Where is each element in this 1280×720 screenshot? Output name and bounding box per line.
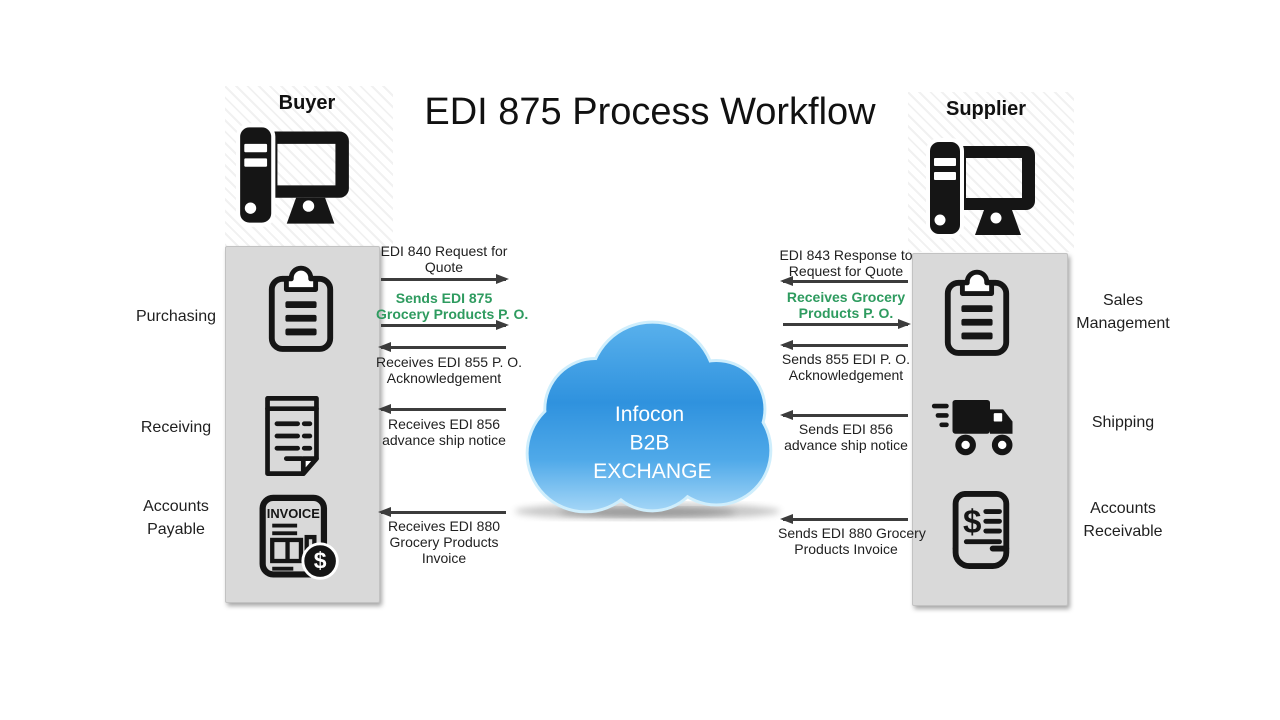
flow-label-edi-855-ack: Sends 855 EDI P. O.Acknowledgement — [781, 351, 911, 383]
flow-arrow-left-icon — [780, 513, 909, 525]
flow-arrow-right-icon — [782, 318, 911, 330]
dept-label-accounts-payable: Accounts Payable — [143, 498, 209, 538]
computer-workstation-icon — [926, 138, 1035, 238]
supplier-label: Supplier — [945, 98, 1026, 120]
dollar-symbol: $ — [963, 504, 981, 541]
dept-label-sales-management: Sales Management — [1076, 292, 1170, 332]
dept-label-accounts-receivable: Accounts Receivable — [1083, 500, 1163, 540]
dept-label-purchasing: Purchasing — [135, 308, 217, 325]
page-title: EDI 875 Process Workflow — [424, 91, 876, 133]
flow-arrow-left-icon — [780, 275, 909, 287]
invoice-icon-text: INVOICE — [267, 506, 320, 521]
cloud-title: Infocon B2B EXCHANGE — [593, 403, 711, 483]
cloud-body — [528, 323, 770, 511]
clipboard-icon — [944, 269, 1010, 356]
flow-arrow-right-icon — [380, 319, 509, 331]
invoice-icon: INVOICE $ — [259, 494, 339, 580]
flow-arrow-right-icon — [380, 273, 509, 285]
delivery-truck-icon — [931, 399, 1013, 456]
flow-arrow-left-icon — [780, 339, 909, 351]
flow-arrow-left-icon — [780, 409, 909, 421]
computer-workstation-icon — [236, 123, 349, 227]
buyer-label: Buyer — [278, 92, 336, 114]
flow-arrow-left-icon — [378, 506, 507, 518]
billing-receipt-icon: $ — [952, 491, 1010, 570]
dept-label-shipping: Shipping — [1091, 414, 1155, 431]
flow-arrow-left-icon — [378, 403, 507, 415]
receipt-document-icon — [265, 395, 319, 476]
dept-label-receiving: Receiving — [140, 419, 212, 436]
clipboard-icon — [268, 265, 334, 352]
b2b-exchange-cloud: Infocon B2B EXCHANGE — [505, 310, 790, 523]
flow-arrow-left-icon — [378, 341, 507, 353]
flow-label-edi-855: Receives EDI 855 P. O.Acknowledgement — [376, 354, 523, 386]
dollar-symbol: $ — [314, 548, 327, 574]
